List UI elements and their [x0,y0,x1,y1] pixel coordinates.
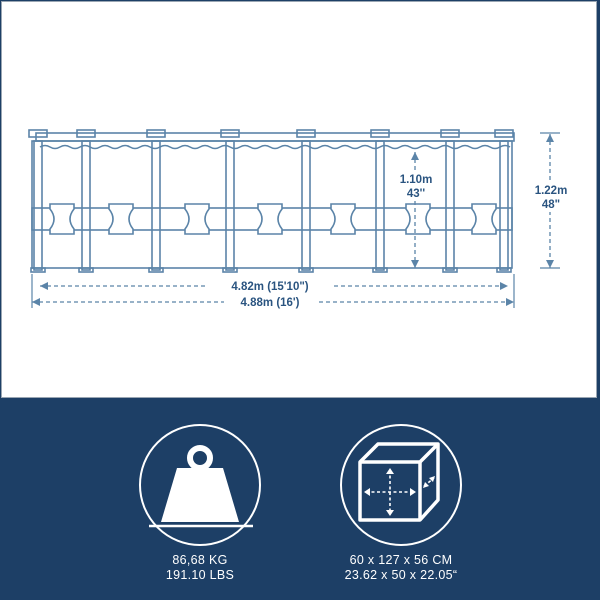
inner-width-label: 4.82m (15'10") [231,281,308,293]
arrow-up-icon [411,152,419,160]
arrow-up-icon [546,134,554,142]
leg-foot [496,267,512,273]
weight-lbs: 191.10 LBS [165,568,235,582]
water-line [39,144,511,150]
frame-leg [81,140,91,271]
leg-foot [372,267,388,273]
pool-diagram-panel: 4.82m (15'10") 4.88m (16') 1.10m 43'' 1.… [1,1,597,398]
frame-leg [499,140,509,271]
rail-cap [370,129,390,138]
leg-foot [148,267,164,273]
belt-connector [184,203,210,235]
frame-leg [445,140,455,271]
package-cm: 60 x 127 x 56 CM [349,553,453,567]
rail-cap [76,129,96,138]
wall-height-imperial-label: 48" [542,199,560,211]
pool-frame-drawing [31,132,515,269]
leg-foot [442,267,458,273]
wall-height-metric-label: 1.22m [535,185,568,197]
specs-panel: 86,68 KG 191.10 LBS [0,398,600,600]
rail-cap [440,129,460,138]
pool-frame-diagram: 4.82m (15'10") 4.88m (16') 1.10m 43'' 1.… [28,129,570,309]
leg-foot [78,267,94,273]
rail-cap [296,129,316,138]
belt-connectors [49,203,497,235]
water-height-imperial-label: 43'' [407,188,426,200]
pool-legs [28,129,514,273]
frame-leg [33,140,43,271]
arrow-right-icon [500,282,508,290]
frame-leg [151,140,161,271]
outer-width-label: 4.88m (16') [241,297,300,309]
rail-cap [146,129,166,138]
frame-leg [375,140,385,271]
belt-connector [330,203,356,235]
belt-connector [108,203,134,235]
frame-leg [301,140,311,271]
belt-connector [471,203,497,235]
weight-kg: 86,68 KG [172,553,228,567]
rail-cap [220,129,240,138]
weight-caption: 86,68 KG 191.10 LBS [130,553,270,583]
arrow-down-icon [546,260,554,268]
leg-foot [30,267,46,273]
belt-connector [257,203,283,235]
belt-connector [405,203,431,235]
arrow-left-icon [40,282,48,290]
leg-foot [298,267,314,273]
weight-icon [139,424,261,546]
leg-foot [222,267,238,273]
pool-wall [31,140,513,269]
belt-connector [49,203,75,235]
rail-cap [494,129,514,138]
arrow-down-icon [411,260,419,268]
package-inches: 23.62 x 50 x 22.05“ [344,568,458,582]
rail-cap [28,129,48,138]
box-dimensions-icon [340,424,462,546]
arrow-right-icon [506,298,514,306]
package-caption: 60 x 127 x 56 CM 23.62 x 50 x 22.05“ [316,553,486,583]
frame-leg [225,140,235,271]
water-height-metric-label: 1.10m [400,174,433,186]
arrow-left-icon [32,298,40,306]
